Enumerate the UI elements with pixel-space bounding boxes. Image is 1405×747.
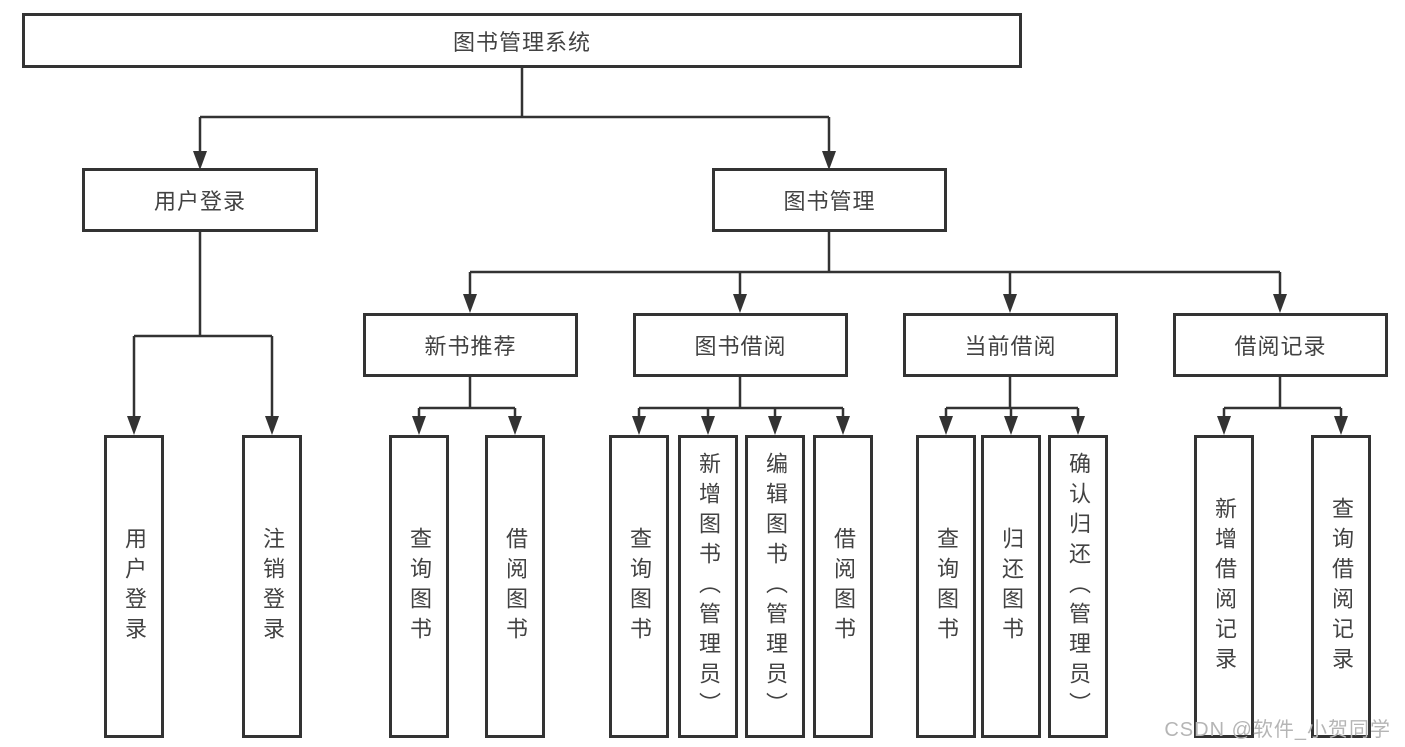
leaf-add-books-admin: 新增图书（管理员） <box>678 435 738 738</box>
node-borrow-records: 借阅记录 <box>1173 313 1388 377</box>
leaf-add-books-admin-label: 新增图书（管理员） <box>696 451 721 722</box>
node-book-management-label: 图书管理 <box>783 189 876 214</box>
node-new-book-recommend: 新书推荐 <box>363 313 578 377</box>
leaf-edit-books-admin: 编辑图书（管理员） <box>745 435 805 738</box>
node-current-borrow: 当前借阅 <box>903 313 1118 377</box>
leaf-query-books-current: 查询图书 <box>916 435 976 738</box>
node-book-management: 图书管理 <box>712 168 947 232</box>
leaf-add-borrow-record-label: 新增借阅记录 <box>1212 496 1237 677</box>
leaf-confirm-return-admin-label: 确认归还（管理员） <box>1066 451 1091 722</box>
node-borrow-records-label: 借阅记录 <box>1234 334 1327 359</box>
leaf-return-books-label: 归还图书 <box>999 526 1024 647</box>
leaf-return-books: 归还图书 <box>981 435 1041 738</box>
leaf-add-borrow-record: 新增借阅记录 <box>1194 435 1254 738</box>
arrowhead-icons <box>127 151 1348 435</box>
node-new-book-recommend-label: 新书推荐 <box>424 334 517 359</box>
leaf-user-login-label: 用户登录 <box>122 526 147 647</box>
leaf-borrow-books-recommend-label: 借阅图书 <box>503 526 528 647</box>
leaf-query-books-recommend: 查询图书 <box>389 435 449 738</box>
leaf-query-books-borrow: 查询图书 <box>609 435 669 738</box>
node-book-borrow-label: 图书借阅 <box>694 334 787 359</box>
leaf-query-books-recommend-label: 查询图书 <box>407 526 432 647</box>
leaf-query-books-current-label: 查询图书 <box>934 526 959 647</box>
node-book-borrow: 图书借阅 <box>633 313 848 377</box>
leaf-borrow-books: 借阅图书 <box>813 435 873 738</box>
node-user-login: 用户登录 <box>82 168 318 232</box>
leaf-query-books-borrow-label: 查询图书 <box>627 526 652 647</box>
node-root-label: 图书管理系统 <box>452 29 591 55</box>
leaf-query-borrow-record: 查询借阅记录 <box>1311 435 1371 738</box>
leaf-edit-books-admin-label: 编辑图书（管理员） <box>763 451 788 722</box>
leaf-logout-label: 注销登录 <box>260 526 285 647</box>
node-user-login-label: 用户登录 <box>153 189 246 214</box>
leaf-query-borrow-record-label: 查询借阅记录 <box>1329 496 1354 677</box>
csdn-watermark: CSDN @软件_小贺同学 <box>1164 719 1391 741</box>
leaf-borrow-books-label: 借阅图书 <box>831 526 856 647</box>
node-root: 图书管理系统 <box>22 13 1022 68</box>
leaf-borrow-books-recommend: 借阅图书 <box>485 435 545 738</box>
leaf-logout: 注销登录 <box>242 435 302 738</box>
node-current-borrow-label: 当前借阅 <box>964 334 1057 359</box>
leaf-user-login: 用户登录 <box>104 435 164 738</box>
leaf-confirm-return-admin: 确认归还（管理员） <box>1048 435 1108 738</box>
